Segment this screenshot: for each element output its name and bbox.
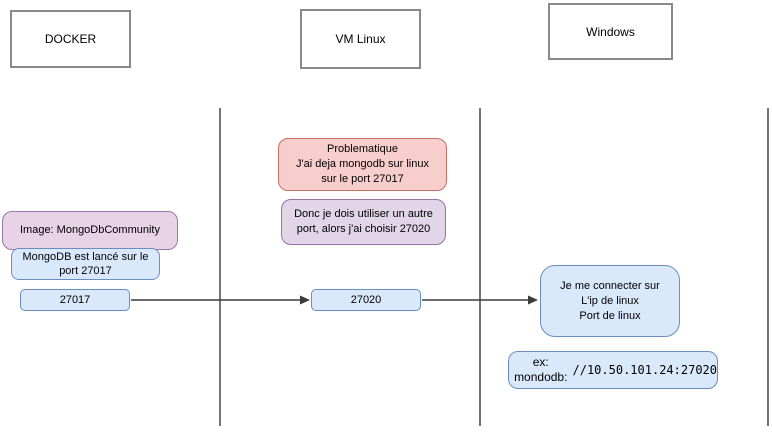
lane-title-docker: DOCKER (44, 32, 97, 46)
note-solution-port[interactable]: Donc je dois utiliser un autre port, alo… (281, 199, 446, 245)
arrow-vm-to-windows[interactable] (422, 295, 538, 305)
note-docker-image[interactable]: Image: MongoDbCommunity (2, 211, 178, 250)
note-solution-line: Donc je dois utiliser un autre (294, 208, 433, 220)
lane-divider-right-edge[interactable] (767, 108, 769, 426)
note-problematique-line: sur le port 27017 (321, 173, 404, 185)
port-label-docker: 27017 (59, 293, 91, 306)
note-connect-instructions[interactable]: Je me connecter sur L'ip de linux Port d… (540, 265, 680, 337)
note-solution-line: port, alors j'ai choisir 27020 (296, 223, 431, 235)
connection-string-address: //10.50.101.24:27020 (572, 362, 718, 377)
arrowhead-icon (528, 295, 538, 305)
connection-string-prefix: ex: mondodb: (514, 355, 568, 384)
port-box-docker-27017[interactable]: 27017 (20, 289, 130, 311)
port-label-vm: 27020 (350, 293, 382, 306)
lane-header-docker[interactable]: DOCKER (10, 10, 131, 68)
lane-title-vm-linux: VM Linux (335, 32, 386, 46)
note-problematique-line: J'ai deja mongodb sur linux (296, 158, 429, 170)
lane-header-vm-linux[interactable]: VM Linux (300, 9, 421, 69)
note-connection-string-example[interactable]: ex: mondodb: //10.50.101.24:27020 (508, 351, 718, 389)
lane-title-windows: Windows (586, 24, 635, 39)
note-mongodb-launched-line: port 27017 (59, 265, 112, 277)
port-box-vm-27020[interactable]: 27020 (311, 289, 421, 311)
arrowhead-icon (300, 295, 310, 305)
note-mongodb-launched-line: MongoDB est lancé sur le (22, 251, 149, 263)
note-connect-line: Je me connecter sur (560, 279, 660, 292)
note-problematique-line: Problematique (327, 143, 398, 155)
note-mongodb-launched[interactable]: MongoDB est lancé sur le port 27017 (11, 248, 160, 280)
note-connect-line: L'ip de linux (581, 294, 639, 307)
note-problematique[interactable]: Problematique J'ai deja mongodb sur linu… (278, 138, 447, 191)
lane-divider-vm-windows[interactable] (479, 108, 481, 426)
arrow-docker-to-vm[interactable] (131, 295, 310, 305)
lane-divider-docker-vm[interactable] (219, 108, 221, 426)
note-docker-image-text: Image: MongoDbCommunity (19, 224, 160, 236)
note-connect-line: Port de linux (579, 309, 641, 322)
lane-header-windows[interactable]: Windows (548, 3, 673, 60)
